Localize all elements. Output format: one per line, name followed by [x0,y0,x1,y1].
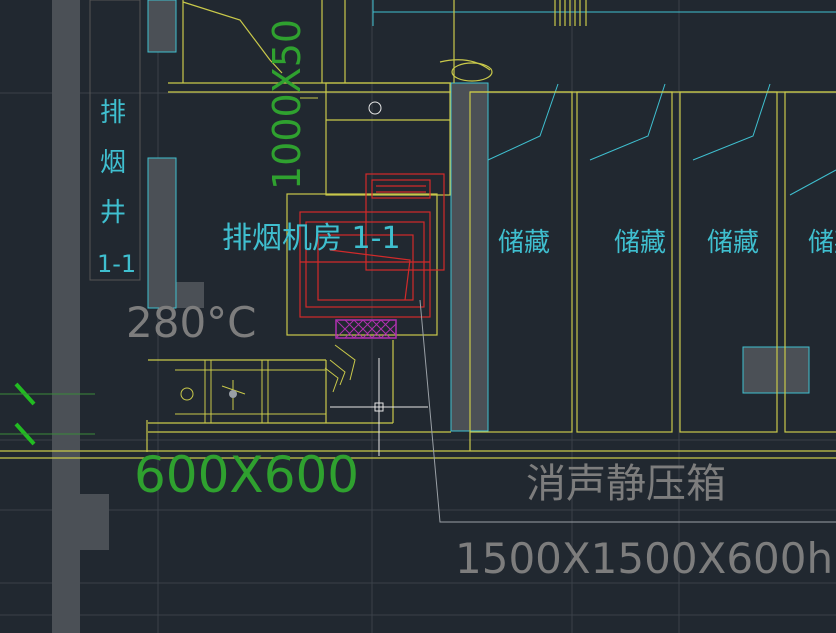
shaft-label-char-2: 烟 [100,148,127,178]
silencer-name-label: 消声静压箱 [526,461,726,507]
fan-room-label: 排烟机房 1-1 [222,221,401,256]
cyan-lines [147,0,836,432]
crosshair-cursor [330,358,428,456]
duct-size-horizontal: 600X600 [134,446,360,504]
storage-label-3: 储藏 [707,228,760,258]
break-lines [0,393,95,435]
temperature-label: 280°C [126,298,257,347]
break-marks [14,382,36,446]
smoke-exhaust-fan [299,173,445,318]
leader-line [419,299,836,523]
storage-label-2: 储藏 [614,228,667,258]
yellow-lines [0,0,836,459]
storage-label-4: 储藏 [808,228,836,258]
shaft-label-number: 1-1 [97,250,137,278]
shaft-label-char-1: 排 [100,98,127,128]
duct [175,97,356,423]
damper-icon [229,390,237,398]
silencer-size-label: 1500X1500X600h [455,534,834,583]
shaft-label-char-3: 井 [100,198,127,228]
duct-size-vertical: 1000X50 [265,18,309,190]
silencer-box-hatch [335,319,397,339]
fan-outlet-icon [368,101,382,115]
storage-label-1: 储藏 [498,228,551,258]
